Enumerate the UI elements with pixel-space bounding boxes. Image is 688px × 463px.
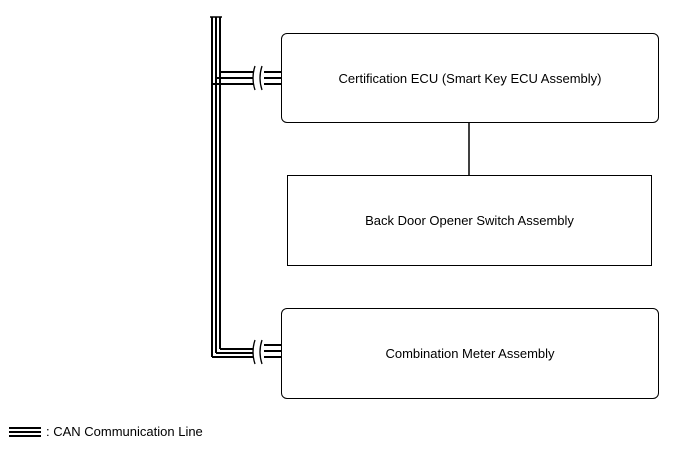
can-bus-trunk <box>211 17 221 357</box>
certification-ecu-box: Certification ECU (Smart Key ECU Assembl… <box>281 33 659 123</box>
break-mark-top <box>252 65 263 91</box>
combination-meter-box: Combination Meter Assembly <box>281 308 659 399</box>
legend-label: : CAN Communication Line <box>46 424 203 439</box>
legend: : CAN Communication Line <box>8 424 203 439</box>
back-door-switch-box: Back Door Opener Switch Assembly <box>287 175 652 266</box>
back-door-switch-label: Back Door Opener Switch Assembly <box>365 213 574 228</box>
can-line-legend-icon <box>9 426 41 437</box>
can-branch-combination-meter <box>212 344 282 358</box>
can-branch-certification-ecu <box>212 71 282 85</box>
combination-meter-label: Combination Meter Assembly <box>385 346 555 361</box>
break-mark-bottom <box>252 339 263 365</box>
certification-ecu-label: Certification ECU (Smart Key ECU Assembl… <box>338 70 602 86</box>
